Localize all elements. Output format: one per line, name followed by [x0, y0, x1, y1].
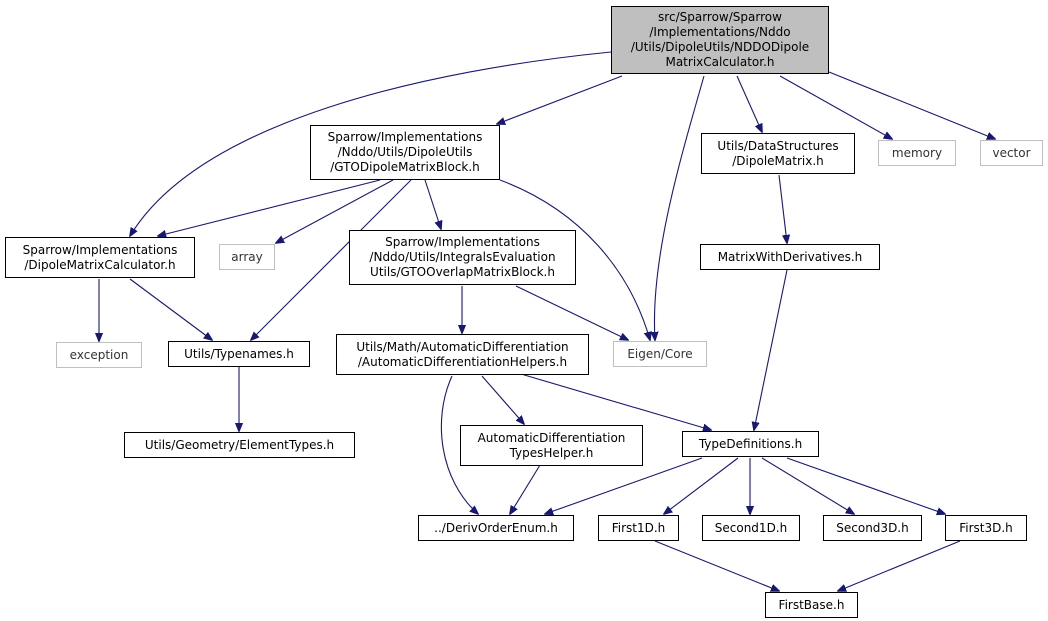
- node-element-types[interactable]: Utils/Geometry/ElementTypes.h: [124, 432, 355, 458]
- edge-root-to-vector: [828, 71, 995, 139]
- node-second3d[interactable]: Second3D.h: [823, 515, 922, 541]
- edge-matrix-with-derivatives-to-type-definitions: [754, 269, 788, 430]
- node-deriv-order-enum[interactable]: ../DerivOrderEnum.h: [418, 515, 574, 541]
- edge-gto-dipole-block-to-eigen-core: [499, 179, 650, 340]
- node-first3d[interactable]: First3D.h: [945, 515, 1027, 541]
- node-automatic-differentiation-helpers[interactable]: Utils/Math/AutomaticDifferentiation /Aut…: [336, 334, 589, 375]
- node-first-base[interactable]: FirstBase.h: [765, 592, 858, 618]
- edge-autodiff-helpers-to-autodiff-types-helper: [481, 375, 524, 424]
- edge-first3d-to-first-base: [838, 540, 961, 591]
- node-automatic-differentiation-types-helper[interactable]: AutomaticDifferentiation TypesHelper.h: [460, 425, 643, 466]
- edge-root-to-dipole-calculator: [130, 51, 612, 236]
- edge-gto-dipole-block-to-typenames: [251, 179, 412, 340]
- edge-type-definitions-to-first1d: [664, 457, 739, 514]
- node-vector: vector: [980, 140, 1043, 166]
- edge-root-to-eigen-core: [654, 75, 705, 340]
- edge-gto-dipole-block-to-gto-overlap-block: [424, 179, 441, 229]
- edge-type-definitions-to-deriv-order-enum: [545, 457, 703, 514]
- edge-type-definitions-to-first3d: [786, 457, 945, 514]
- edge-gto-overlap-block-to-eigen-core: [515, 285, 628, 340]
- node-dipole-matrix[interactable]: Utils/DataStructures /DipoleMatrix.h: [701, 133, 855, 174]
- node-dipole-matrix-calculator[interactable]: Sparrow/Implementations /DipoleMatrixCal…: [5, 237, 195, 278]
- node-array: array: [219, 244, 275, 270]
- edge-autodiff-types-helper-to-deriv-order-enum: [510, 464, 541, 514]
- node-root-nddo-dipole-matrix-calculator: src/Sparrow/Sparrow /Implementations/Ndd…: [611, 6, 829, 74]
- node-type-definitions[interactable]: TypeDefinitions.h: [682, 431, 819, 457]
- node-gto-dipole-matrix-block[interactable]: Sparrow/Implementations /Nddo/Utils/Dipo…: [310, 125, 500, 180]
- node-gto-overlap-matrix-block[interactable]: Sparrow/Implementations /Nddo/Utils/Inte…: [349, 230, 576, 285]
- edge-root-to-gto-dipole-block: [497, 75, 623, 124]
- node-first1d[interactable]: First1D.h: [598, 515, 679, 541]
- edge-gto-dipole-block-to-array: [276, 179, 394, 243]
- node-exception: exception: [56, 342, 142, 368]
- edge-gto-dipole-block-to-dipole-calculator: [158, 179, 381, 236]
- edge-dipole-matrix-to-matrix-with-derivatives: [778, 174, 787, 243]
- edge-autodiff-helpers-to-deriv-order-enum: [440, 375, 478, 514]
- edge-root-to-dipole-matrix: [736, 75, 762, 132]
- node-matrix-with-derivatives[interactable]: MatrixWithDerivatives.h: [700, 244, 880, 270]
- node-typenames[interactable]: Utils/Typenames.h: [168, 341, 310, 367]
- node-memory: memory: [878, 140, 956, 166]
- edge-root-to-memory: [779, 75, 892, 139]
- edge-type-definitions-to-second3d: [761, 457, 854, 514]
- node-second1d[interactable]: Second1D.h: [702, 515, 800, 541]
- edge-autodiff-helpers-to-type-definitions: [520, 373, 711, 430]
- edge-dipole-calculator-to-typenames: [129, 278, 212, 340]
- node-eigen-core: Eigen/Core: [613, 341, 707, 367]
- edge-first1d-to-first-base: [654, 540, 779, 591]
